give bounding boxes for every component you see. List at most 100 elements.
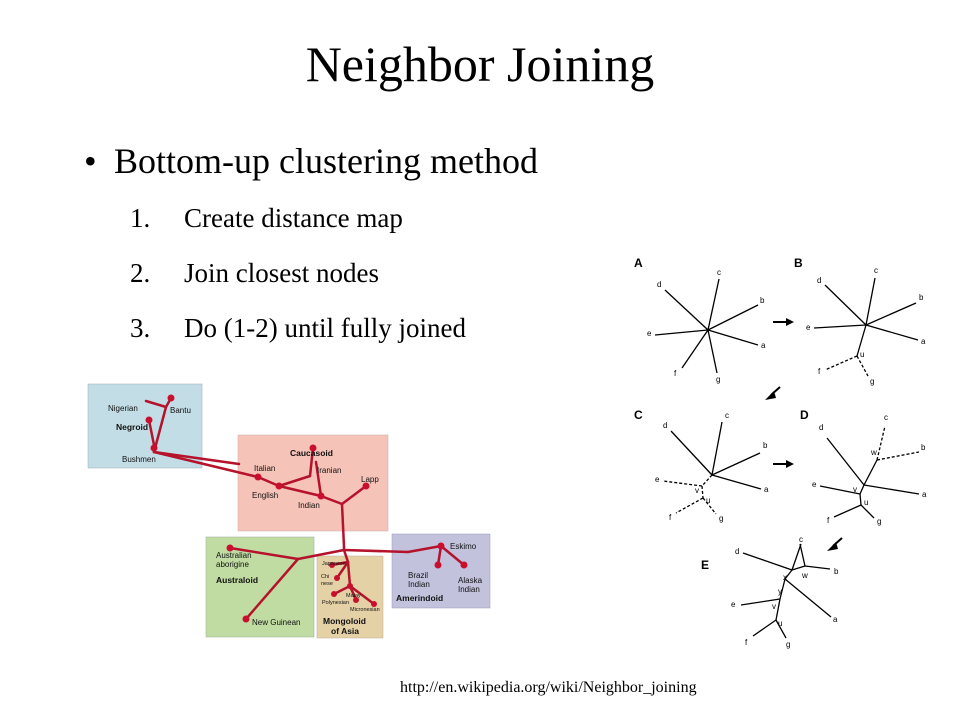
- leaf-label-australian: Australian: [216, 551, 252, 560]
- leaf-label-english: English: [252, 491, 278, 500]
- nj-panel-a: [654, 278, 759, 374]
- leaf-label-bantu: Bantu: [170, 406, 191, 415]
- leaf-label-aborigine: aborigine: [216, 560, 249, 569]
- leaf-b: b: [919, 293, 924, 302]
- arrow-b-to-c-head: [765, 391, 776, 400]
- leaf-e: e: [731, 600, 736, 609]
- leaf-e: e: [647, 329, 652, 338]
- step-text: Do (1-2) until fully joined: [184, 313, 466, 343]
- nj-arrows: [765, 318, 843, 551]
- nj-panel-b: [813, 277, 919, 377]
- node-v: v: [772, 602, 776, 611]
- nj-panel-e: [740, 543, 832, 639]
- leaf-g: g: [877, 517, 881, 526]
- leaf-f: f: [674, 369, 677, 378]
- human-population-tree: Nigerian Bantu Negroid Bushmen Caucasoid…: [87, 383, 491, 639]
- step-item: 3.Do (1-2) until fully joined: [130, 311, 466, 345]
- leaf-d: d: [663, 421, 667, 430]
- step-item: 1. Create distance map: [130, 201, 403, 235]
- nj-panel-c: [662, 421, 762, 515]
- step-text: Create distance map: [184, 203, 403, 233]
- step-number: 2.: [130, 258, 151, 288]
- leaf-c: c: [884, 413, 888, 422]
- leaf-g: g: [870, 377, 874, 386]
- node-y: y: [778, 587, 782, 596]
- node-v: v: [853, 485, 857, 494]
- leaf-c: c: [725, 411, 729, 420]
- leaf-g: g: [786, 640, 790, 649]
- leaf-e: e: [806, 323, 811, 332]
- leaf-g: g: [716, 375, 720, 384]
- group-label-australoid: Australoid: [216, 575, 258, 585]
- slide-title: Neighbor Joining: [305, 36, 655, 92]
- arrow-d-to-e-head: [827, 542, 838, 551]
- leaf-d: d: [817, 276, 821, 285]
- leaf-g: g: [719, 514, 723, 523]
- node-w: w: [801, 571, 808, 580]
- group-label-negroid: Negroid: [116, 422, 148, 432]
- leaf-label-chinese-2: nese: [321, 581, 333, 587]
- bullet-dot-icon: •: [84, 141, 97, 181]
- panel-label-a: A: [634, 256, 643, 270]
- leaf-f: f: [669, 513, 672, 522]
- node-w: w: [870, 448, 877, 457]
- leaf-a: a: [833, 615, 838, 624]
- bullet-item: • Bottom-up clustering method: [84, 138, 538, 184]
- leaf-c: c: [799, 535, 803, 544]
- source-link[interactable]: http://en.wikipedia.org/wiki/Neighbor_jo…: [400, 679, 697, 696]
- arrow-a-to-b-head: [786, 318, 794, 326]
- leaf-label-brazil-1: Brazil: [408, 571, 428, 580]
- leaf-label-iranian: Iranian: [317, 466, 341, 475]
- leaf-label-brazil-2: Indian: [408, 580, 430, 589]
- nj-panel-d: [819, 425, 920, 519]
- step-number: 1.: [130, 203, 151, 233]
- leaf-label-micronesian: Micronesian: [350, 607, 380, 613]
- tree-leaf-dots: [145, 394, 468, 623]
- group-label-mongoloid-1: Mongoloid: [323, 616, 366, 626]
- leaf-f: f: [745, 638, 748, 647]
- arrow-c-to-d-head: [786, 460, 794, 468]
- leaf-b: b: [834, 567, 839, 576]
- node-v: v: [695, 486, 699, 495]
- leaf-label-malay: Malay: [346, 593, 361, 599]
- leaf-a: a: [764, 485, 769, 494]
- leaf-label-alaska-1: Alaska: [458, 576, 483, 585]
- leaf-c: c: [717, 268, 721, 277]
- leaf-label-polynesian: Polynesian: [322, 600, 349, 606]
- leaf-d: d: [657, 280, 661, 289]
- nj-steps-diagram: A B C D E c b a d e f g c b a d e u f g …: [634, 256, 927, 649]
- panel-label-c: C: [634, 408, 643, 422]
- group-label-amerindoid: Amerindoid: [396, 593, 443, 603]
- leaf-d: d: [819, 423, 823, 432]
- leaf-d: d: [735, 547, 739, 556]
- group-label-caucasoid: Caucasoid: [290, 448, 333, 458]
- leaf-e: e: [812, 480, 817, 489]
- node-x: x: [783, 573, 787, 582]
- panel-label-b: B: [794, 256, 803, 270]
- leaf-label-alaska-2: Indian: [458, 585, 480, 594]
- bullet-text: Bottom-up clustering method: [114, 141, 538, 181]
- panel-label-e: E: [701, 558, 709, 572]
- leaf-b: b: [763, 441, 768, 450]
- leaf-a: a: [761, 341, 766, 350]
- leaf-label-nigerian: Nigerian: [108, 404, 138, 413]
- step-item: 2.Join closest nodes: [130, 256, 379, 290]
- node-u: u: [778, 619, 782, 628]
- panel-label-d: D: [800, 408, 809, 422]
- leaf-e: e: [655, 475, 660, 484]
- node-u: u: [860, 350, 864, 359]
- leaf-label-indian: Indian: [298, 501, 320, 510]
- leaf-b: b: [921, 443, 926, 452]
- leaf-a: a: [922, 490, 927, 499]
- node-u: u: [864, 498, 868, 507]
- leaf-label-new-guinean: New Guinean: [252, 618, 300, 627]
- leaf-label-eskimo: Eskimo: [450, 542, 477, 551]
- negroid-box: [87, 383, 203, 469]
- leaf-f: f: [818, 367, 821, 376]
- leaf-label-japanese: Japanese: [322, 561, 346, 567]
- leaf-label-chinese-1: Chi: [321, 574, 329, 580]
- leaf-label-italian: Italian: [254, 464, 275, 473]
- leaf-c: c: [874, 266, 878, 275]
- leaf-label-bushmen: Bushmen: [122, 455, 156, 464]
- mongoloid-box: [316, 555, 384, 639]
